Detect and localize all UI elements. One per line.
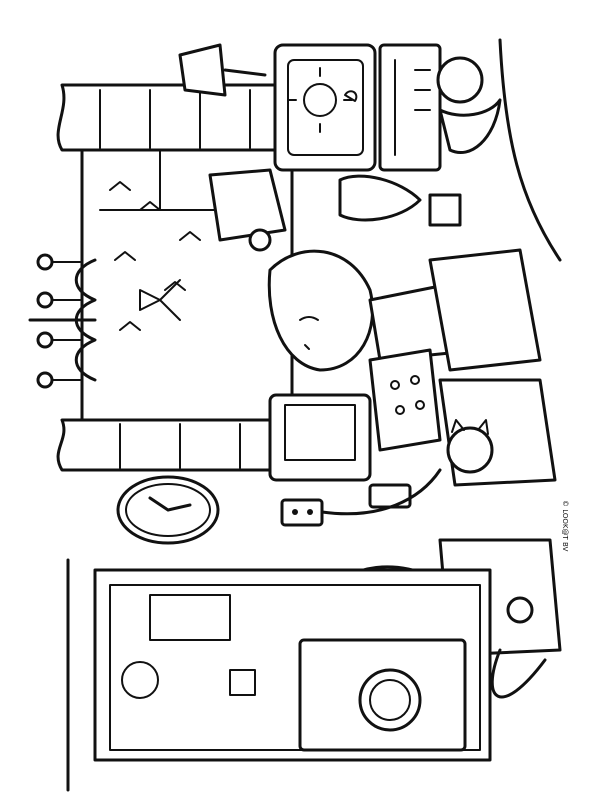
cable [320, 468, 442, 516]
telephone [368, 348, 442, 452]
copyright-text: © LOOK@T BV [561, 500, 569, 552]
lamp [178, 43, 267, 97]
chandelier [28, 253, 97, 389]
curtain-bottom [56, 418, 292, 472]
power-strip [280, 498, 324, 527]
plant [338, 174, 462, 227]
toy-car [208, 168, 287, 252]
room-walls [66, 38, 562, 792]
curtain-top [56, 83, 292, 152]
television [273, 43, 377, 172]
cat-basket [438, 378, 557, 487]
computer [268, 393, 372, 482]
washing-machine [298, 638, 467, 752]
stereo [378, 43, 442, 172]
couch [428, 248, 542, 372]
boy [436, 56, 502, 154]
wall-clock [116, 475, 220, 545]
remote [368, 483, 412, 509]
